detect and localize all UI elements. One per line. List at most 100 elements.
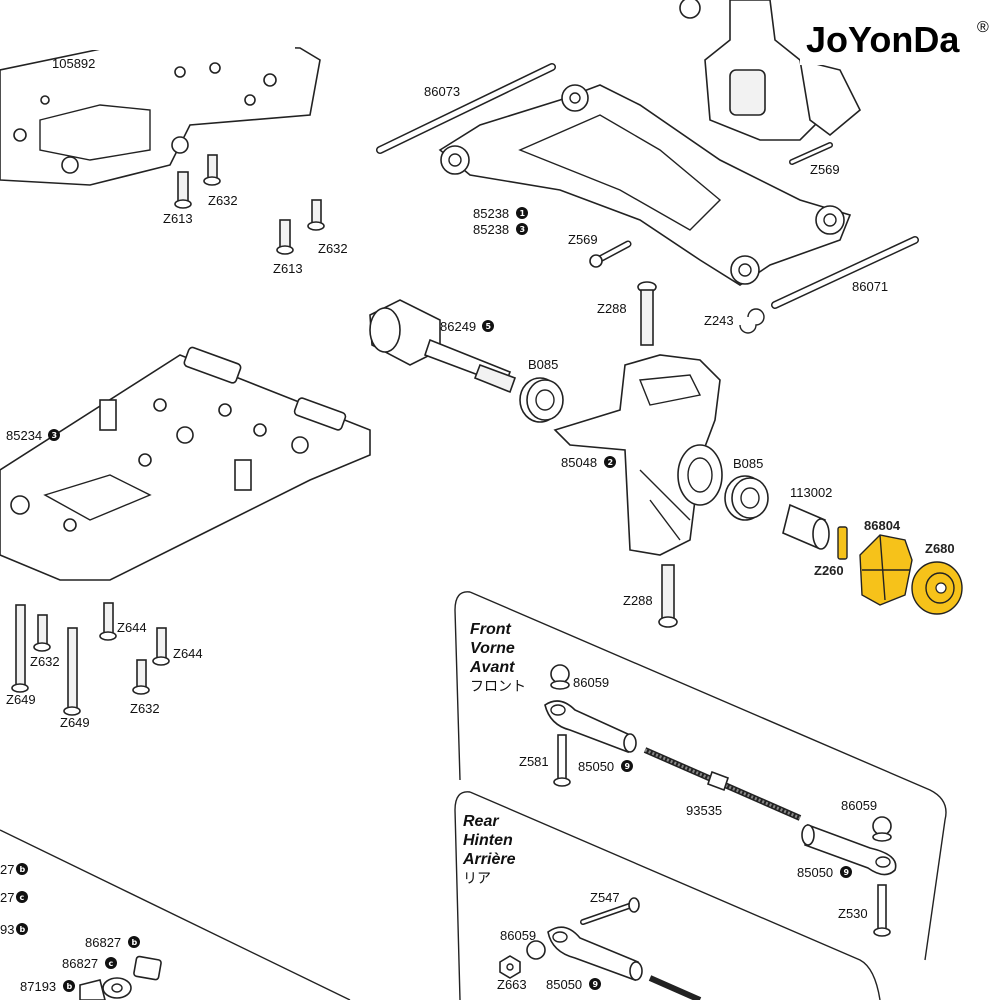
nut-z680 <box>911 561 963 615</box>
label-86059-b: 86059 <box>841 798 877 813</box>
badge-cut-27-a: b <box>20 865 26 874</box>
plate-top-mask <box>5 40 295 50</box>
label-z547: Z547 <box>590 890 620 905</box>
bearing-b085-a <box>519 377 564 423</box>
badge-85238-1: 1 <box>520 209 526 218</box>
label-113002: 113002 <box>790 485 832 500</box>
badges: 1 3 5 3 2 9 9 9 b c b b c b b <box>16 207 852 992</box>
brand-backdrop <box>800 10 1000 65</box>
label-z663: Z663 <box>497 977 527 992</box>
badge-87193: b <box>67 982 73 991</box>
label-z260: Z260 <box>814 563 844 578</box>
nut-z663 <box>499 955 521 979</box>
screw-z632-d <box>132 659 150 695</box>
pin-z581 <box>553 734 571 787</box>
label-85050-b: 85050 <box>797 865 833 880</box>
screw-z632-b <box>307 199 325 231</box>
label-b085-b: B085 <box>733 456 763 471</box>
label-86804: 86804 <box>864 518 901 533</box>
ball-86059-a <box>550 664 570 690</box>
badge-86827-b: c <box>109 959 114 968</box>
label-cut-27-a: 27 <box>0 862 14 877</box>
rear-title-en: Rear <box>463 813 499 830</box>
label-z644-b: Z644 <box>173 646 203 661</box>
label-b085-a: B085 <box>528 357 558 372</box>
badge-85234: 3 <box>52 431 58 440</box>
label-z680: Z680 <box>925 541 955 556</box>
badge-85050-a: 9 <box>625 762 631 771</box>
badge-86827-a: b <box>132 938 138 947</box>
screw-z649-a <box>11 604 29 693</box>
label-cut-93: 93 <box>0 922 14 937</box>
upright-top <box>679 0 861 141</box>
axle-86249 <box>369 299 517 394</box>
screw-z632-a <box>203 154 221 186</box>
screw-z613-b <box>276 219 294 255</box>
pin-z569-a <box>789 142 833 165</box>
pin-z260 <box>837 526 848 560</box>
screw-z288-b <box>658 564 678 628</box>
screw-z649-b <box>63 627 81 716</box>
label-86827-a: 86827 <box>85 935 121 950</box>
label-z530: Z530 <box>838 906 868 921</box>
label-z613-a: Z613 <box>163 211 193 226</box>
pin-86073 <box>376 63 556 154</box>
label-z243: Z243 <box>704 313 734 328</box>
label-86059-a: 86059 <box>573 675 609 690</box>
label-85238-2: 85238 <box>473 222 509 237</box>
small-part-86827 <box>79 955 162 1000</box>
screw-z644-b <box>152 627 170 666</box>
plate-105892 <box>0 44 321 186</box>
badge-cut-27-b: c <box>20 893 25 902</box>
rear-title-fr: Arrière <box>462 851 516 868</box>
label-z632-b: Z632 <box>318 241 348 256</box>
label-z632-d: Z632 <box>130 701 160 716</box>
front-title-jp: フロント <box>470 679 526 695</box>
label-z613-b: Z613 <box>273 261 303 276</box>
screw-z644-a <box>99 602 117 641</box>
badge-85050-c: 9 <box>593 980 599 989</box>
front-title-de: Vorne <box>470 640 515 657</box>
suspension-arm-85238 <box>438 84 852 286</box>
label-87193: 87193 <box>20 979 56 994</box>
rear-title-de: Hinten <box>463 832 513 849</box>
label-85234: 85234 <box>6 428 42 443</box>
label-z569-a: Z569 <box>810 162 840 177</box>
label-z288-b: Z288 <box>623 593 653 608</box>
badge-85048: 2 <box>608 458 614 467</box>
bearing-b085-b <box>724 475 769 521</box>
label-z581: Z581 <box>519 754 549 769</box>
screw-z547 <box>580 897 640 925</box>
badge-cut-93: b <box>20 925 26 934</box>
label-z632-a: Z632 <box>208 193 238 208</box>
turnbuckle-93535 <box>643 747 802 821</box>
pin-z530 <box>873 884 891 937</box>
brand-logo: JoYonDa <box>806 19 960 60</box>
pin-z569-b <box>589 240 632 268</box>
label-86827-b: 86827 <box>62 956 98 971</box>
brand-registered-mark: ® <box>977 19 989 36</box>
screw-z632-c <box>33 614 51 652</box>
label-85238-1: 85238 <box>473 206 509 221</box>
rod-end-85050-a <box>544 700 637 754</box>
label-86249: 86249 <box>440 319 476 334</box>
label-z632-c: Z632 <box>30 654 60 669</box>
clip-z243 <box>739 308 765 334</box>
label-86059-c: 86059 <box>500 928 536 943</box>
ball-86059-b <box>872 816 892 842</box>
label-86071: 86071 <box>852 279 888 294</box>
hex-hub-86804 <box>859 534 913 606</box>
rod-end-85050-b <box>801 823 897 876</box>
label-105892: 105892 <box>52 56 95 71</box>
label-z649-a: Z649 <box>6 692 36 707</box>
rod-end-85050-c <box>547 926 643 982</box>
front-linkage-box <box>454 591 947 961</box>
label-cut-27-b: 27 <box>0 890 14 905</box>
badge-85050-b: 9 <box>844 868 850 877</box>
screw-z288-a <box>637 281 657 346</box>
label-z288-a: Z288 <box>597 301 627 316</box>
turnbuckle-rear <box>648 975 702 1000</box>
badge-85238-2: 3 <box>520 225 526 234</box>
